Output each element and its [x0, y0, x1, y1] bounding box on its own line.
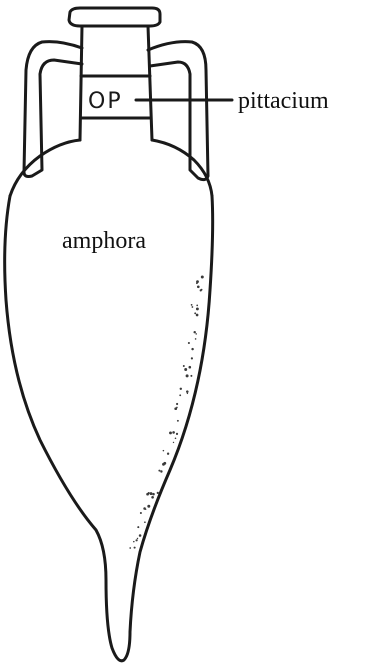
shading-dot [195, 333, 197, 335]
shading-dot [144, 521, 146, 523]
shading-dot [152, 493, 155, 496]
shading-dot [150, 492, 153, 495]
shading-dot [192, 306, 194, 308]
shading-dot [163, 450, 165, 452]
shading-dot [186, 374, 189, 377]
amphora-body [5, 196, 213, 661]
shading-dot [179, 394, 181, 396]
shading-dot [188, 342, 190, 344]
shading-dot [200, 289, 202, 291]
shading-dot [190, 375, 192, 377]
shading-dot [169, 431, 172, 434]
body-shading [129, 276, 203, 549]
shading-dot [201, 276, 204, 279]
shading-dot [176, 407, 178, 409]
shading-dot [167, 453, 169, 455]
shading-dot [143, 507, 146, 510]
shading-dot [162, 463, 165, 466]
shading-dot [137, 526, 139, 528]
shading-dot [193, 331, 195, 333]
shading-dot [133, 541, 135, 543]
shading-dot [175, 438, 177, 440]
shading-dot [137, 538, 138, 539]
left-handle [24, 42, 82, 177]
amphora-label: amphora [62, 228, 146, 254]
shading-dot [196, 305, 198, 307]
shading-dot [191, 348, 193, 350]
shading-dot [183, 365, 185, 367]
shading-dot [160, 470, 162, 472]
shading-dot [186, 390, 189, 393]
shading-dot [140, 512, 142, 514]
shading-dot [191, 304, 193, 306]
shading-dot [172, 431, 175, 434]
shading-dot [194, 312, 196, 314]
shading-dot [196, 314, 199, 317]
shading-dot [176, 433, 178, 435]
shading-dot [135, 539, 137, 541]
shading-dot [157, 492, 159, 494]
amphora-neck [80, 26, 152, 140]
shading-dot [189, 366, 192, 369]
shading-dot [134, 547, 136, 549]
shading-dot [129, 547, 131, 549]
shading-dot [197, 285, 200, 288]
pittacium-inscription: OP [88, 89, 123, 114]
shading-dot [139, 534, 142, 537]
shading-dot [184, 368, 187, 371]
shading-dot [180, 388, 182, 390]
amphora-rim [69, 8, 160, 26]
shading-dot [196, 280, 199, 283]
shading-dot [158, 470, 160, 472]
shading-dot [176, 403, 178, 405]
shading-dot [191, 357, 193, 359]
shading-dot [151, 496, 154, 499]
shading-dot [177, 420, 179, 422]
pittacium-label: pittacium [238, 88, 329, 114]
shading-dot [196, 307, 199, 310]
shading-dot [173, 442, 174, 443]
shading-dot [195, 338, 197, 340]
right-handle [148, 42, 208, 180]
shading-dot [147, 505, 150, 508]
shading-dot [146, 493, 149, 496]
shading-dot [187, 393, 188, 394]
